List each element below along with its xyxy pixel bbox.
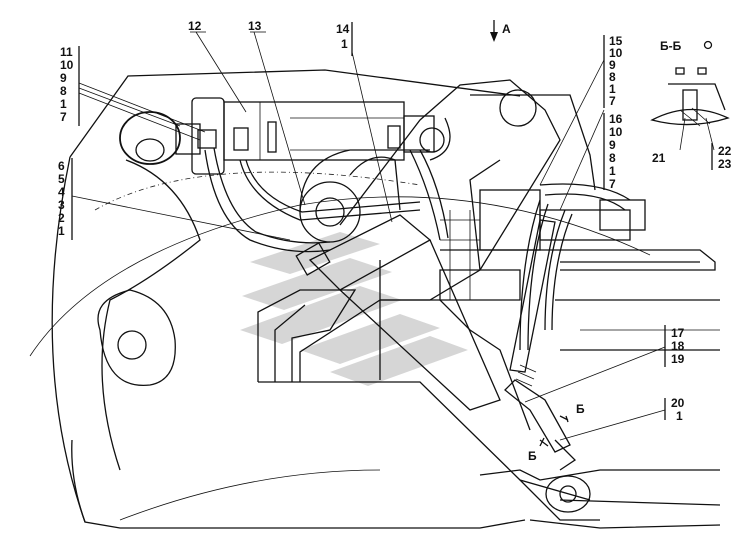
label-c6-4: 2 bbox=[58, 211, 65, 225]
label-c17-2: 19 bbox=[671, 352, 685, 366]
leader-lines bbox=[71, 31, 715, 441]
label-c15-2: 9 bbox=[609, 58, 616, 72]
section-detail bbox=[650, 67, 730, 127]
machine-body bbox=[29, 69, 651, 529]
label-c22-1: 23 bbox=[718, 157, 732, 171]
label-c11-5: 7 bbox=[60, 110, 67, 124]
label-c11-2: 9 bbox=[60, 71, 67, 85]
label-c20-1: 1 bbox=[676, 409, 683, 423]
lower-cylinder bbox=[504, 219, 591, 513]
label-c14-0: 14 bbox=[336, 22, 350, 36]
label-group-15: 15 10 9 8 1 7 bbox=[609, 34, 623, 108]
label-c15-3: 8 bbox=[609, 70, 616, 84]
label-group-17: 17 18 19 bbox=[671, 326, 685, 366]
label-c14-1: 1 bbox=[341, 37, 348, 51]
label-c11-1: 10 bbox=[60, 58, 74, 72]
center-pulley bbox=[299, 149, 430, 243]
label-c16-5: 7 bbox=[609, 177, 616, 191]
label-c21: 21 bbox=[652, 151, 666, 165]
valve-block bbox=[439, 189, 720, 351]
label-c11-0: 11 bbox=[60, 45, 73, 59]
label-group-20: 20 1 bbox=[671, 396, 685, 423]
section-title: Б-Б bbox=[660, 39, 682, 53]
label-group-11: 11 10 9 8 1 7 bbox=[60, 45, 74, 124]
labels: 11 10 9 8 1 7 12 13 14 1 A 15 10 9 8 1 7… bbox=[58, 19, 732, 463]
label-c6-1: 5 bbox=[58, 172, 65, 186]
label-group-16: 16 10 9 8 1 7 bbox=[609, 112, 623, 191]
label-c16-3: 8 bbox=[609, 151, 616, 165]
left-pivot-eye bbox=[119, 111, 217, 165]
label-c15-0: 15 bbox=[609, 34, 623, 48]
label-c15-4: 1 bbox=[609, 82, 616, 96]
label-c22-0: 22 bbox=[718, 144, 732, 158]
label-c11-3: 8 bbox=[60, 84, 67, 98]
label-c15-5: 7 bbox=[609, 94, 616, 108]
label-c11-4: 1 bbox=[60, 97, 67, 111]
section-mark-upper: Б bbox=[576, 402, 585, 416]
label-c16-0: 16 bbox=[609, 112, 623, 126]
label-c12: 12 bbox=[188, 19, 202, 33]
label-c6-0: 6 bbox=[58, 159, 65, 173]
section-marks bbox=[539, 415, 569, 447]
view-arrow-a bbox=[490, 20, 498, 42]
watermark-logo bbox=[240, 232, 468, 386]
label-c13: 13 bbox=[248, 19, 262, 33]
label-c6-3: 3 bbox=[58, 198, 65, 212]
label-arrow-a: A bbox=[502, 22, 511, 36]
upper-hydraulic-cylinder bbox=[191, 97, 435, 175]
label-bars bbox=[71, 22, 713, 420]
section-rotation-icon bbox=[703, 40, 713, 50]
label-group-6: 6 5 4 3 2 1 bbox=[58, 159, 65, 238]
label-c15-1: 10 bbox=[609, 46, 623, 60]
label-c16-1: 10 bbox=[609, 125, 623, 139]
main-diagonal-cylinder bbox=[295, 214, 501, 411]
label-c16-4: 1 bbox=[609, 164, 616, 178]
label-c6-5: 1 bbox=[58, 224, 65, 238]
label-c6-2: 4 bbox=[58, 185, 65, 199]
label-c16-2: 9 bbox=[609, 138, 616, 152]
label-group-14: 14 1 bbox=[336, 22, 350, 51]
section-mark-lower: Б bbox=[528, 449, 537, 463]
label-c20-0: 20 bbox=[671, 396, 685, 410]
label-c17-0: 17 bbox=[671, 326, 685, 340]
label-c17-1: 18 bbox=[671, 339, 685, 353]
label-group-22: 22 23 bbox=[718, 144, 732, 171]
